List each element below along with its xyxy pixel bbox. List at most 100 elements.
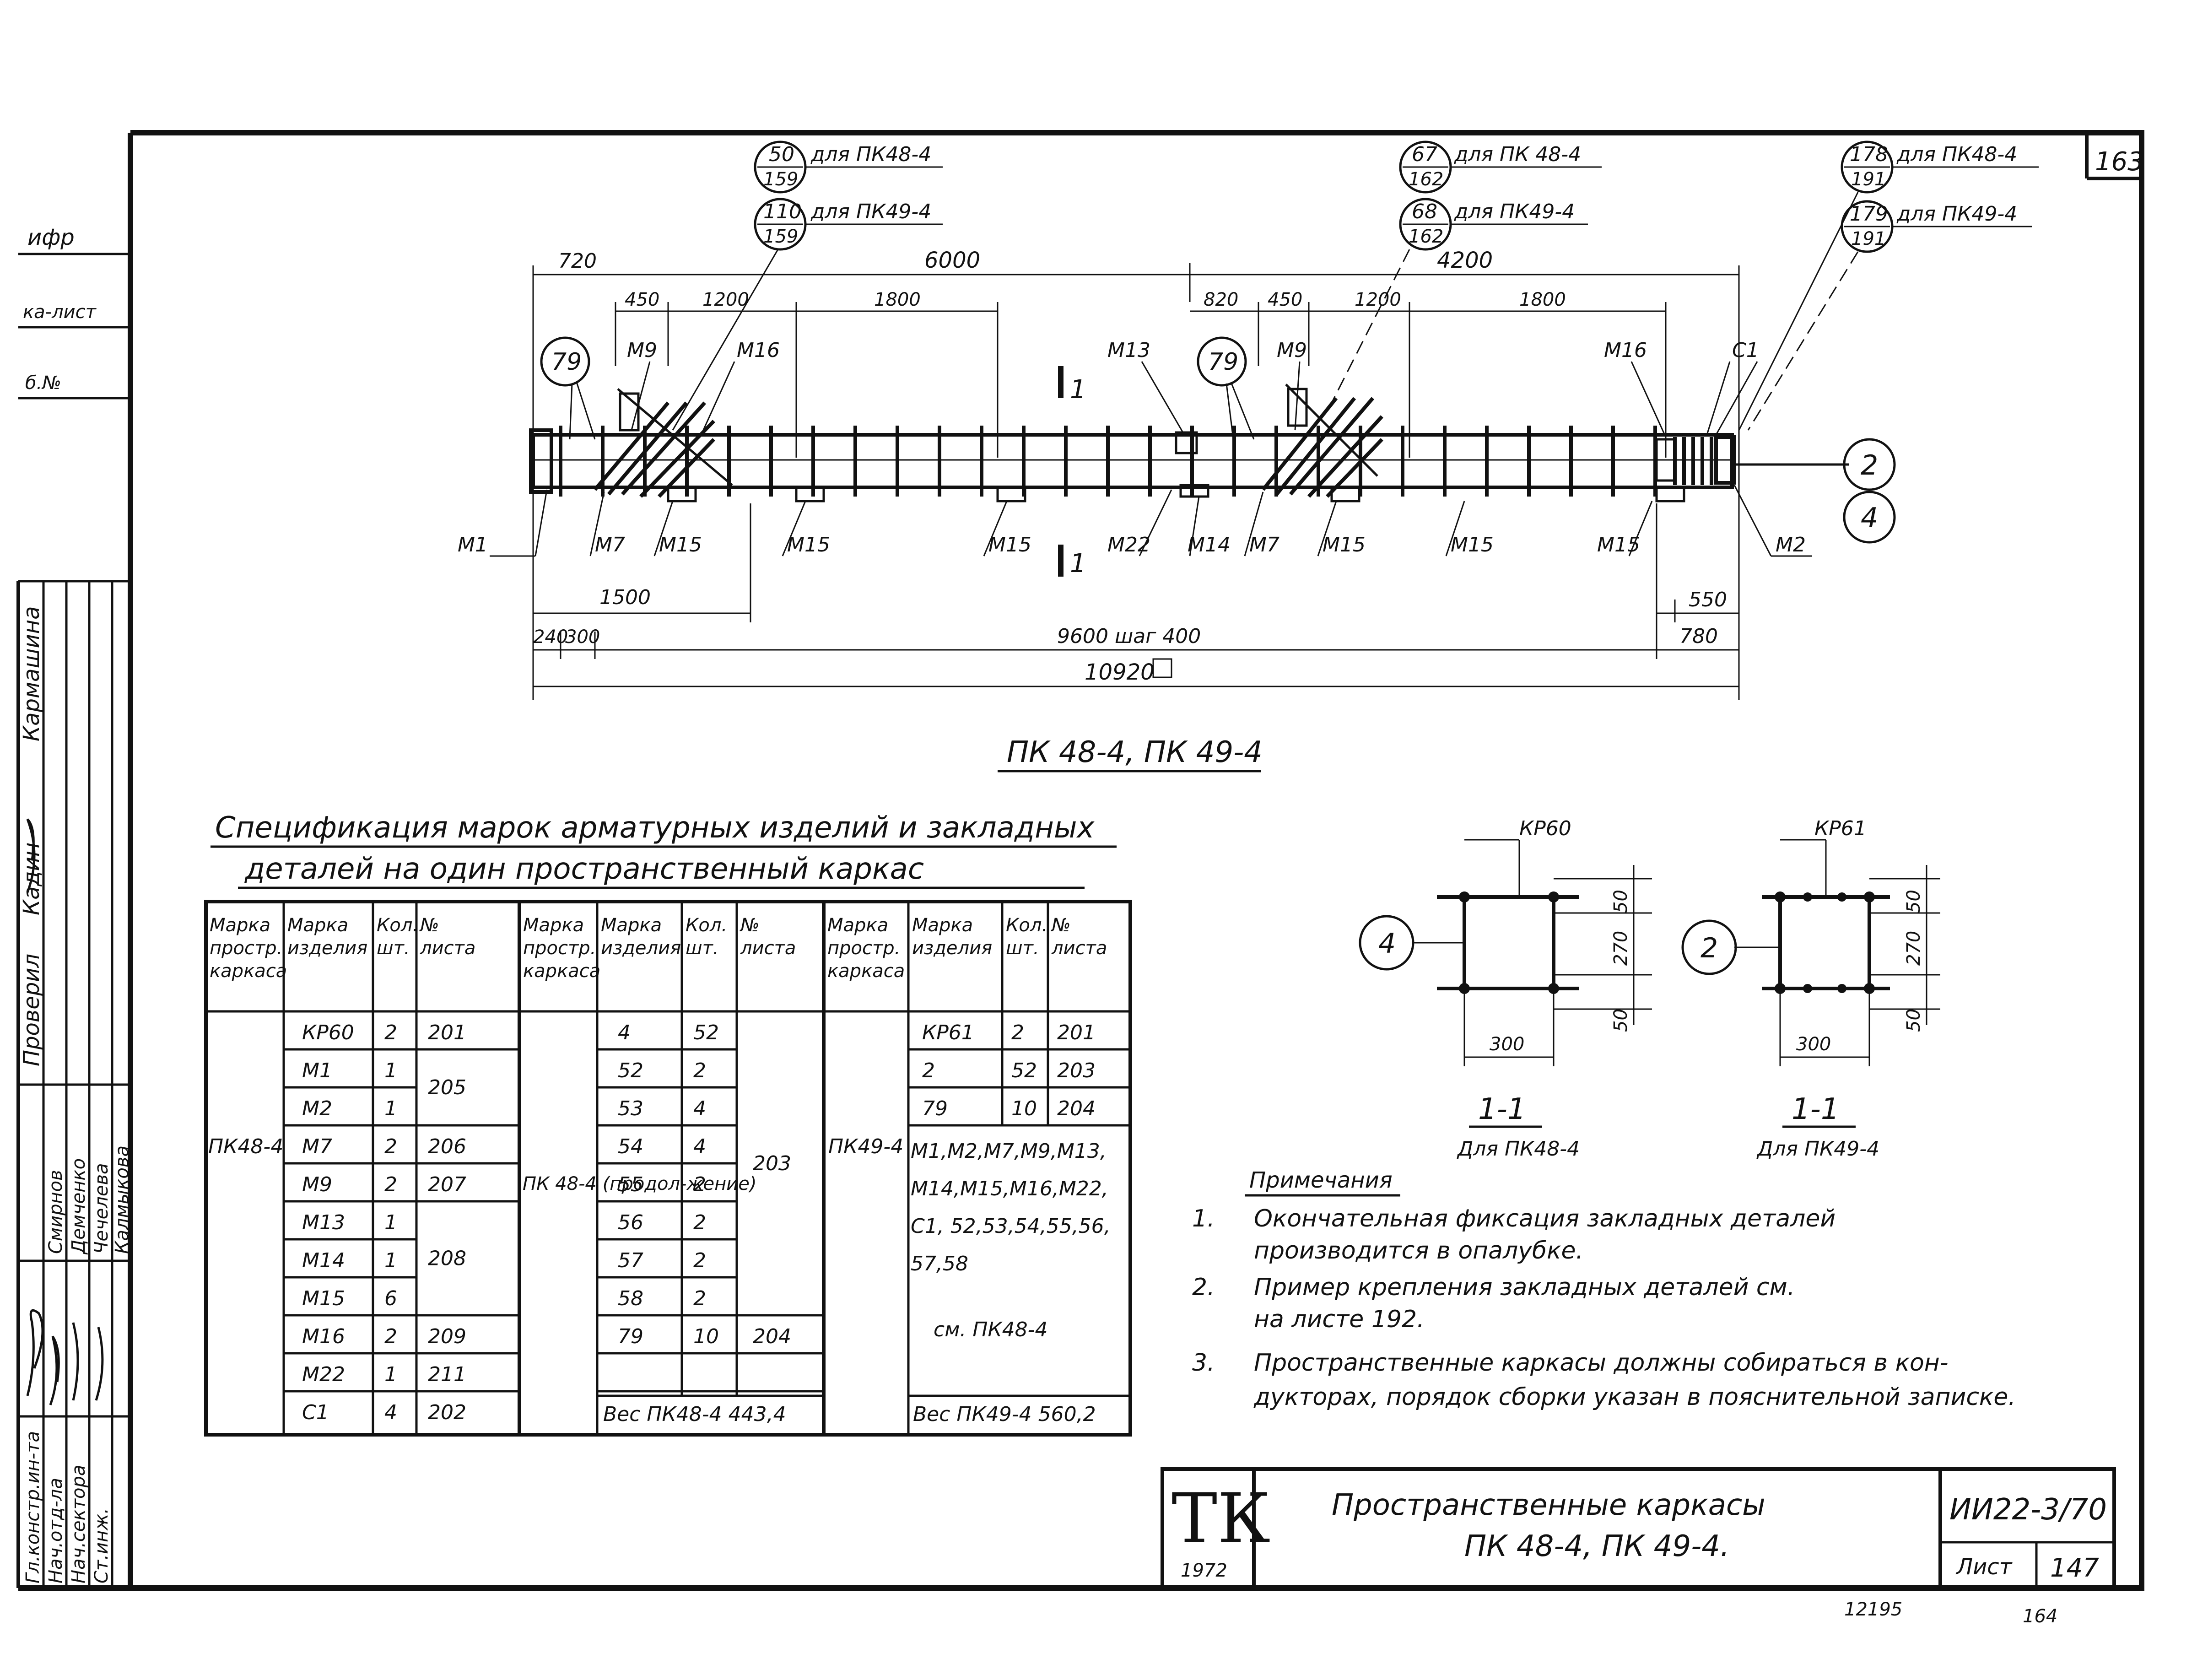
spec-g2-item: 54 xyxy=(618,1135,643,1158)
spec-g1-qty: 2 xyxy=(384,1021,397,1044)
callout-group-2 xyxy=(1326,140,1602,412)
stamp-name-3: Чечелева xyxy=(91,1163,112,1254)
spec-g1-qty: 1 xyxy=(384,1059,397,1082)
mark-m9-b: М9 xyxy=(1277,339,1307,362)
dim-9600: 9600 шаг 400 xyxy=(1057,625,1201,648)
mark-m15-a: М15 xyxy=(659,533,702,556)
spec-header-0-1-1: изделия xyxy=(287,938,367,959)
spec-g2-sheet: 204 xyxy=(753,1325,791,1348)
callout-1-top: 50 xyxy=(769,143,794,166)
spec-g1-sheet: 207 xyxy=(428,1173,466,1196)
corner-sheet-number: 163 xyxy=(2095,147,2144,177)
spec-g1-item: М14 xyxy=(302,1249,345,1272)
spec-pk49-item-list: М1,М2,М7,М9,М13, М14,М15,М16,М22, С1, 52… xyxy=(911,1140,1111,1275)
mark-m7-b: М7 xyxy=(1249,533,1279,556)
stamp-top-label-3: б.№ xyxy=(25,373,61,394)
dim-720: 720 xyxy=(558,249,597,273)
spec-header-2-2-1: шт. xyxy=(1006,938,1039,959)
bottom-number-2: 164 xyxy=(2023,1606,2057,1627)
spec-g2-item: 4 xyxy=(618,1021,631,1044)
callout-4-text: для ПК49-4 xyxy=(1454,200,1575,223)
section-a-dim-bottom: 50 xyxy=(1610,1009,1631,1032)
stamp-role-3: Нач.сектора xyxy=(68,1465,89,1583)
bottom-dimension-lines xyxy=(533,503,1739,687)
spec-g1-qty: 1 xyxy=(384,1363,397,1386)
sheet-frame xyxy=(18,130,2144,1591)
stamp-checked-role: Проверил xyxy=(19,954,44,1066)
spec-title-line1: Спецификация марок арматурных изделий и … xyxy=(215,811,1095,845)
title-block-sheet-number: 147 xyxy=(2050,1553,2099,1583)
dim-4200: 4200 xyxy=(1437,248,1493,273)
callout-1-bottom: 159 xyxy=(763,169,798,190)
spec-g1-item: М16 xyxy=(302,1325,345,1348)
dim-820: 820 xyxy=(1204,289,1238,310)
section-b-sub: Для ПК49-4 xyxy=(1756,1137,1879,1161)
spec-frame-pk48: ПК48-4 xyxy=(208,1135,283,1158)
section-kr61 xyxy=(1681,839,1940,1066)
mark-79-b: 79 xyxy=(1208,348,1238,376)
spec-header-1-1-1: изделия xyxy=(601,938,681,959)
spec-g1-item: М7 xyxy=(302,1135,332,1158)
stamp-top-label-1: ифр xyxy=(27,225,75,250)
dim-550: 550 xyxy=(1689,588,1727,611)
spec-g2-qty: 2 xyxy=(693,1249,706,1272)
callout-2-top: 110 xyxy=(763,200,802,223)
spec-g2-qty: 4 xyxy=(693,1135,706,1158)
spec-header-1-3-0: № xyxy=(740,915,760,936)
spec-header-2-0-1: простр. xyxy=(827,938,900,959)
spec-header-1-0-1: простр. xyxy=(523,938,596,959)
title-block-title-2: ПК 48-4, ПК 49-4. xyxy=(1464,1529,1729,1563)
dim-780: 780 xyxy=(1679,625,1718,648)
spec-g1-merged-sheet: 205 xyxy=(428,1076,466,1099)
spec-g1-qty: 2 xyxy=(384,1325,397,1348)
spec-g2-item: 79 xyxy=(618,1325,643,1348)
mark-m15-c: М15 xyxy=(988,533,1031,556)
spec-header-0-3-1: листа xyxy=(420,938,475,959)
dim-10920: 10920 xyxy=(1085,659,1155,685)
section-a-dim-top: 50 xyxy=(1610,890,1631,913)
notes-title: Примечания xyxy=(1249,1167,1393,1193)
note-1-line1: Окончательная фиксация закладных деталей xyxy=(1254,1205,1836,1232)
spec-g1-qty: 1 xyxy=(384,1211,397,1234)
spec-g1-item: М13 xyxy=(302,1211,345,1234)
spec-g2-qty: 52 xyxy=(693,1021,719,1044)
spec-g3-sheet: 203 xyxy=(1057,1059,1096,1082)
side-stamp xyxy=(16,253,130,1588)
note-3-line2: дукторах, порядок сборки указан в поясни… xyxy=(1253,1383,2016,1411)
section-a-label: КР60 xyxy=(1519,817,1571,840)
stamp-role-2: Нач.отд-ла xyxy=(45,1478,66,1583)
spec-table-grid xyxy=(204,900,1132,1437)
section-b-label: КР61 xyxy=(1814,817,1867,840)
spec-g1-qty: 6 xyxy=(384,1287,397,1310)
dim-1800-b: 1800 xyxy=(1519,289,1566,310)
spec-g1-item: М22 xyxy=(302,1363,345,1386)
mark-m14: М14 xyxy=(1188,533,1231,556)
spec-header-2-0-0: Марка xyxy=(827,915,888,936)
spec-g1-sheet: 202 xyxy=(428,1401,466,1424)
stamp-role-1: Гл.констр.ин-та xyxy=(22,1431,43,1583)
spec-g2-item: 52 xyxy=(618,1059,643,1082)
spec-title-line2: деталей на один пространственный каркас xyxy=(244,852,924,886)
section-b-dim-width: 300 xyxy=(1796,1034,1831,1055)
callout-group-3 xyxy=(1738,140,2039,431)
note-3-number: 3. xyxy=(1192,1349,1215,1377)
stamp-name-4: Калмыкова xyxy=(112,1145,133,1254)
mark-m7-a: М7 xyxy=(595,533,625,556)
dim-300: 300 xyxy=(565,627,600,648)
note-1-number: 1. xyxy=(1192,1205,1215,1232)
callout-3-text: для ПК 48-4 xyxy=(1454,143,1581,166)
spec-header-2-1-1: изделия xyxy=(912,938,992,959)
mark-leaders-bottom xyxy=(490,485,1812,557)
spec-header-2-0-2: каркаса xyxy=(827,961,905,982)
callout-group-1 xyxy=(672,140,943,431)
dim-1200-b: 1200 xyxy=(1355,289,1401,310)
section-a-sub: Для ПК48-4 xyxy=(1457,1137,1580,1161)
title-block-sheet-label: Лист xyxy=(1955,1554,2013,1580)
section-kr60 xyxy=(1359,839,1652,1066)
spec-g1-qty: 1 xyxy=(384,1097,397,1120)
spec-g2-qty: 2 xyxy=(693,1211,706,1234)
spec-g1-qty: 1 xyxy=(384,1249,397,1272)
spec-header-0-1-0: Марка xyxy=(287,915,348,936)
mark-m16-b: М16 xyxy=(1604,339,1647,362)
dim-450-a: 450 xyxy=(625,289,659,310)
